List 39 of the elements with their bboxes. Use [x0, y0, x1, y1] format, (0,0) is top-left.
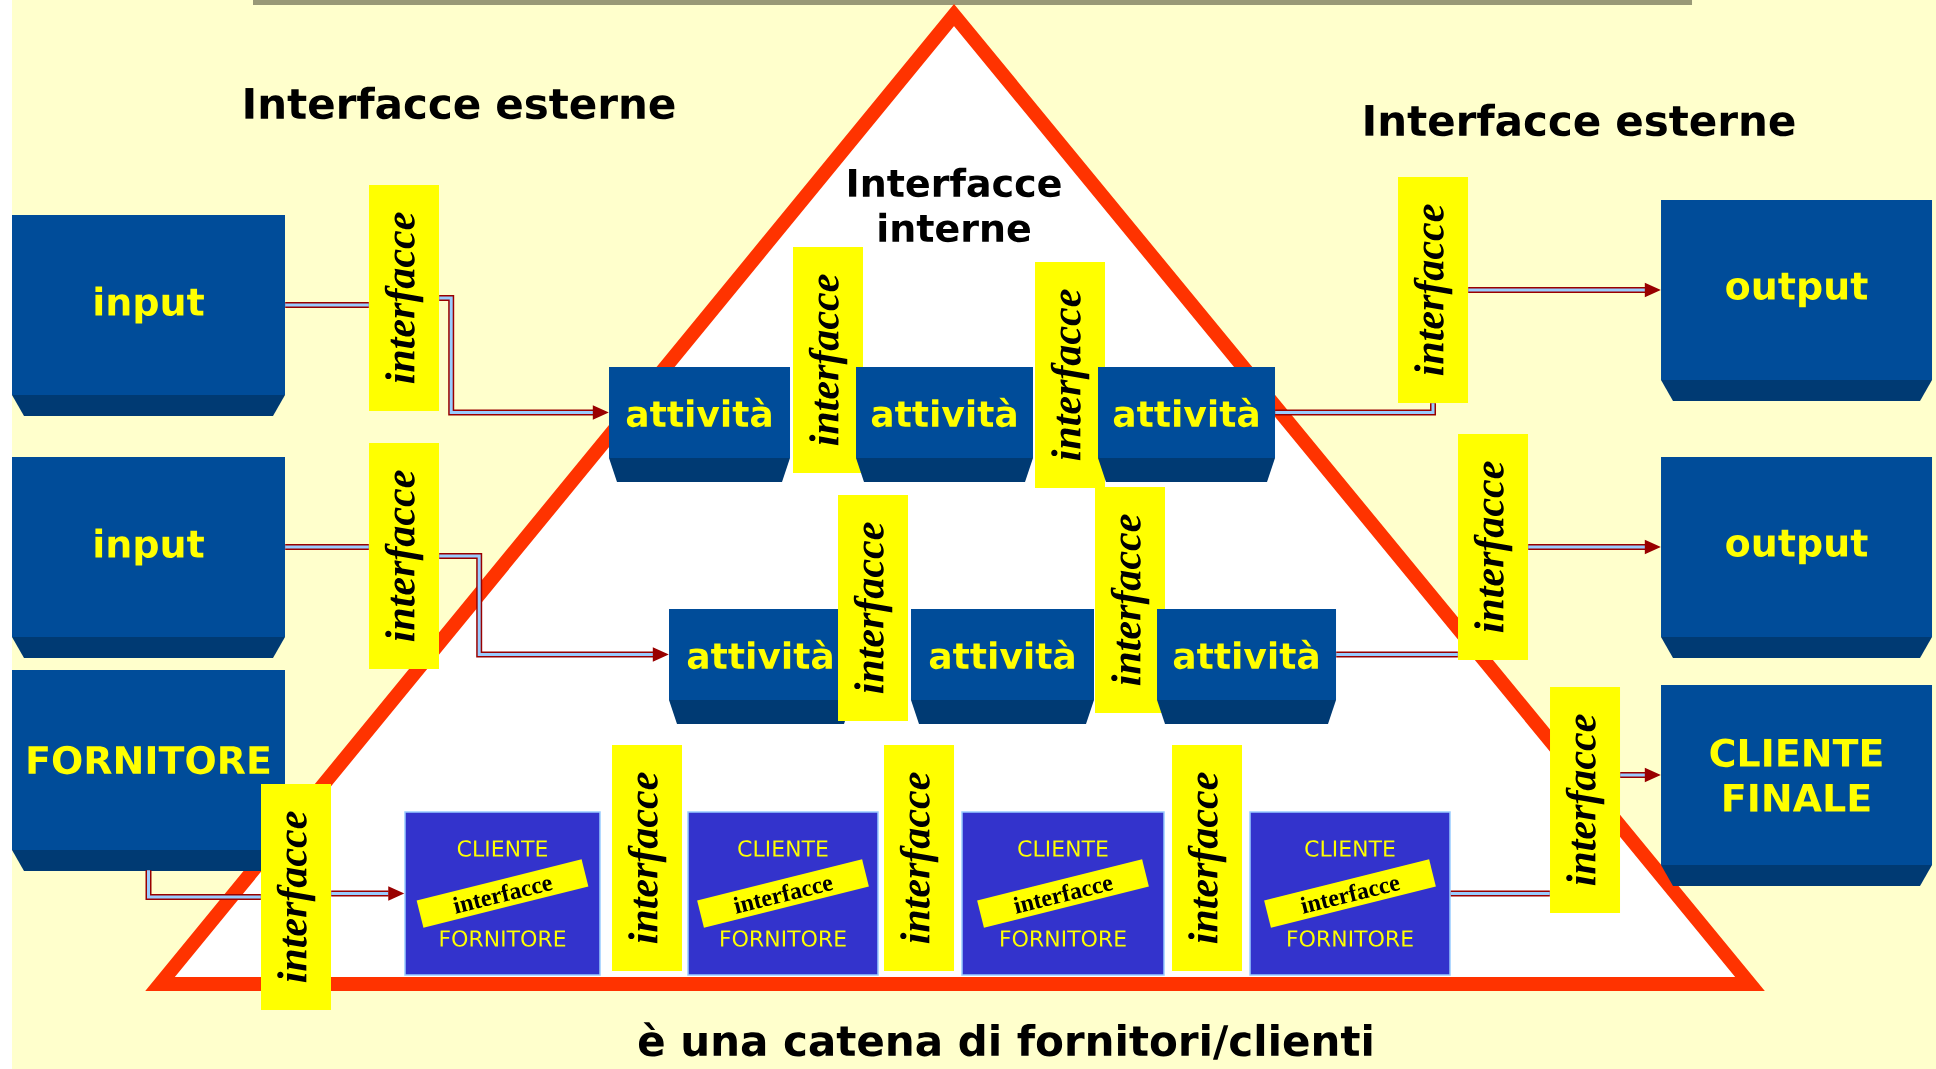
- activity-box: attività: [1157, 609, 1336, 724]
- sticky-note: interfacce: [977, 859, 1149, 928]
- sticky-note: interfacce: [369, 185, 439, 411]
- sticky-note: interfacce: [1095, 487, 1165, 713]
- connector-line: [1275, 403, 1436, 416]
- activity-box: attività: [669, 609, 852, 724]
- sticky-note: interfacce: [1172, 745, 1242, 971]
- sticky-note: interfacce: [1264, 859, 1436, 928]
- activity-box: attività: [1098, 367, 1275, 482]
- sticky-note: interfacce: [1458, 434, 1528, 660]
- connector-line: [285, 544, 369, 550]
- connector-line: [145, 870, 261, 900]
- sticky-note: interfacce: [697, 859, 869, 928]
- process-box: CLIENTE FINALE: [1661, 685, 1932, 886]
- process-box: output: [1661, 457, 1932, 658]
- sticky-note: interfacce: [838, 495, 908, 721]
- sticky-note: interfacce: [1035, 262, 1105, 488]
- connector-line: [1336, 651, 1458, 658]
- connector-line: [285, 302, 369, 308]
- activity-box: attività: [856, 367, 1033, 482]
- sticky-note: interfacce: [612, 745, 682, 971]
- heading: Interfacce interne: [849, 167, 1061, 243]
- sticky-note: interfacce: [1550, 687, 1620, 913]
- caption: è una catena di fornitori/clienti: [638, 1022, 1372, 1060]
- sticky-note: interfacce: [369, 443, 439, 669]
- process-box: input: [12, 215, 285, 416]
- process-box: output: [1661, 200, 1932, 401]
- connector-line: [1450, 890, 1550, 897]
- sticky-note: interfacce: [793, 247, 863, 473]
- heading: Interfacce esterne: [1365, 103, 1795, 137]
- activity-box: attività: [609, 367, 790, 482]
- heading: Interfacce esterne: [245, 86, 675, 120]
- process-box: FORNITORE: [12, 670, 285, 871]
- sticky-note: interfacce: [416, 859, 589, 928]
- sticky-note: interfacce: [261, 784, 331, 1010]
- sticky-note: interfacce: [1398, 177, 1468, 403]
- process-box: input: [12, 457, 285, 658]
- activity-box: attività: [911, 609, 1094, 724]
- sticky-note: interfacce: [884, 745, 954, 971]
